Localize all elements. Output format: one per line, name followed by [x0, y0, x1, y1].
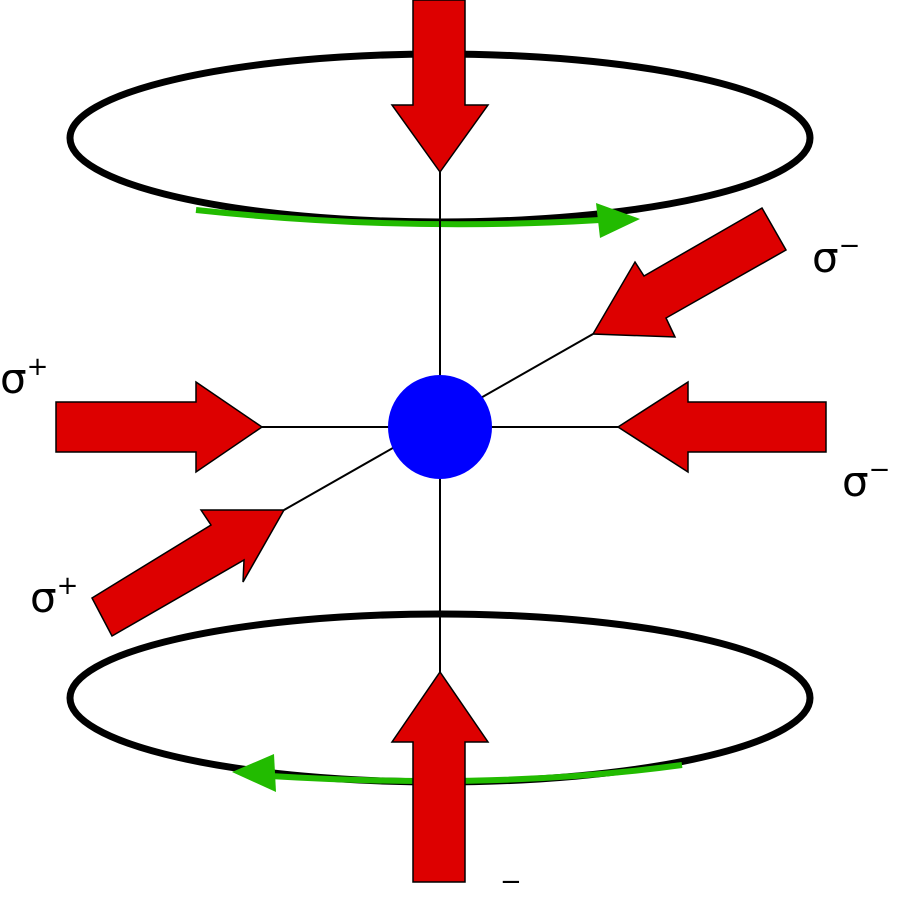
- atom-cloud: [388, 375, 492, 479]
- upper-coil-current: [195, 207, 601, 228]
- label-right: σ−: [842, 455, 890, 506]
- beam-left-arrow-icon: [55, 380, 264, 474]
- label-bottom: −: [500, 867, 522, 897]
- lower-current-arrowhead-icon: [232, 754, 276, 792]
- label-upper-right: σ−: [812, 231, 860, 282]
- upper-current-arrowhead-icon: [596, 203, 640, 238]
- beam-top-arrow-icon: [390, 0, 490, 174]
- beam-bottom-arrow-icon: [390, 670, 490, 883]
- beam-lower-left-arrow-icon: [91, 509, 286, 638]
- beam-right-arrow-icon: [616, 380, 827, 474]
- beam-upper-right-arrow-icon: [591, 206, 788, 338]
- label-left: σ+: [0, 352, 48, 403]
- lower-coil-current: [269, 762, 683, 785]
- label-lower-left: σ+: [30, 571, 78, 622]
